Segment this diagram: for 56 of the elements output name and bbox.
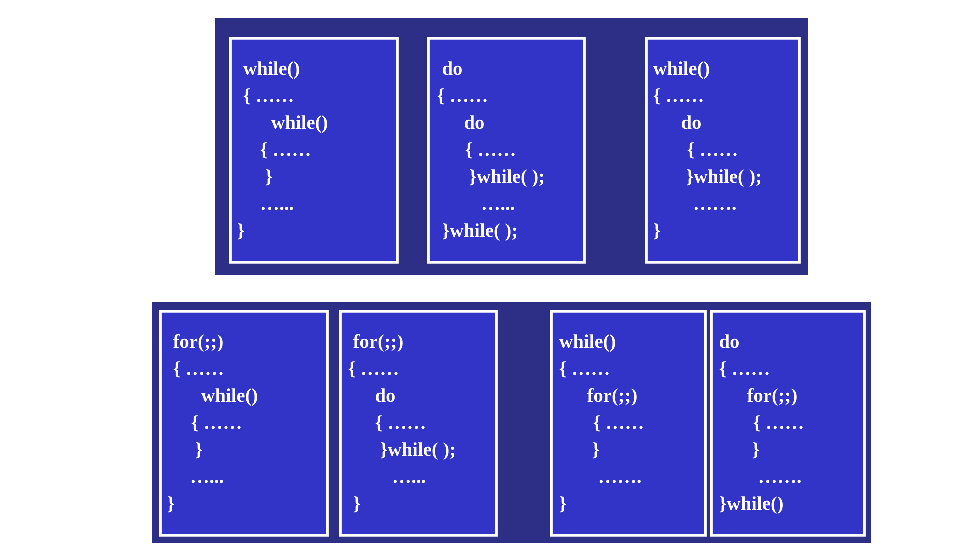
code-line: …... (262, 207, 294, 210)
code-line: { …… (376, 416, 425, 432)
code-line: { …… (754, 416, 803, 432)
code-line: ……. (760, 480, 801, 484)
code-line: } (266, 170, 272, 186)
code-line: } (560, 496, 566, 513)
code-line: } (168, 496, 174, 513)
code-line: do (682, 116, 701, 130)
code-box (229, 37, 399, 264)
code-line: } (593, 442, 600, 459)
code-line: { …… (688, 142, 737, 159)
code-line: …... (394, 480, 426, 484)
code-line: { …… (244, 88, 293, 105)
code-line: do (376, 388, 395, 402)
code-line: { …… (192, 416, 241, 432)
code-line: }while( ); (470, 170, 544, 188)
code-line: while() (653, 62, 710, 80)
code-line: } (196, 442, 202, 459)
code-line: while() (243, 62, 300, 80)
code-line: } (238, 224, 244, 240)
code-line: }while( ); (443, 224, 516, 242)
code-line: do (465, 116, 484, 130)
code-line: }while() (720, 496, 783, 514)
code-box (339, 310, 498, 537)
code-line: { …… (720, 362, 769, 378)
code-line: { …… (348, 362, 398, 378)
code-line: for(;;) (587, 388, 637, 406)
code-line: while() (559, 334, 616, 352)
code-line: } (354, 496, 360, 513)
code-line: { …… (438, 88, 487, 105)
code-line: } (654, 224, 660, 240)
code-line: }while( ); (687, 170, 760, 188)
code-line: while() (271, 116, 328, 134)
code-line: { …… (466, 142, 515, 159)
code-box (710, 310, 866, 537)
code-line: { …… (654, 88, 703, 105)
code-box (427, 37, 586, 264)
code-line: ……. (600, 480, 641, 484)
code-line: { …… (560, 362, 609, 378)
code-line: }while( ); (381, 442, 454, 460)
code-line: do (720, 334, 739, 348)
code-box (645, 37, 801, 264)
code-line: { …… (594, 416, 643, 432)
code-line: while() (201, 388, 258, 406)
code-line: { …… (174, 362, 223, 378)
code-line: { …… (260, 142, 310, 159)
code-line: for(;;) (747, 388, 797, 406)
code-line: ……. (694, 207, 736, 210)
code-line: do (443, 62, 462, 76)
code-box (159, 310, 329, 537)
code-line: } (753, 442, 760, 459)
code-line: for(;;) (353, 334, 403, 352)
code-line: for(;;) (173, 334, 223, 352)
code-line: …... (482, 207, 514, 210)
code-box (550, 310, 707, 537)
code-line: …... (192, 480, 224, 484)
